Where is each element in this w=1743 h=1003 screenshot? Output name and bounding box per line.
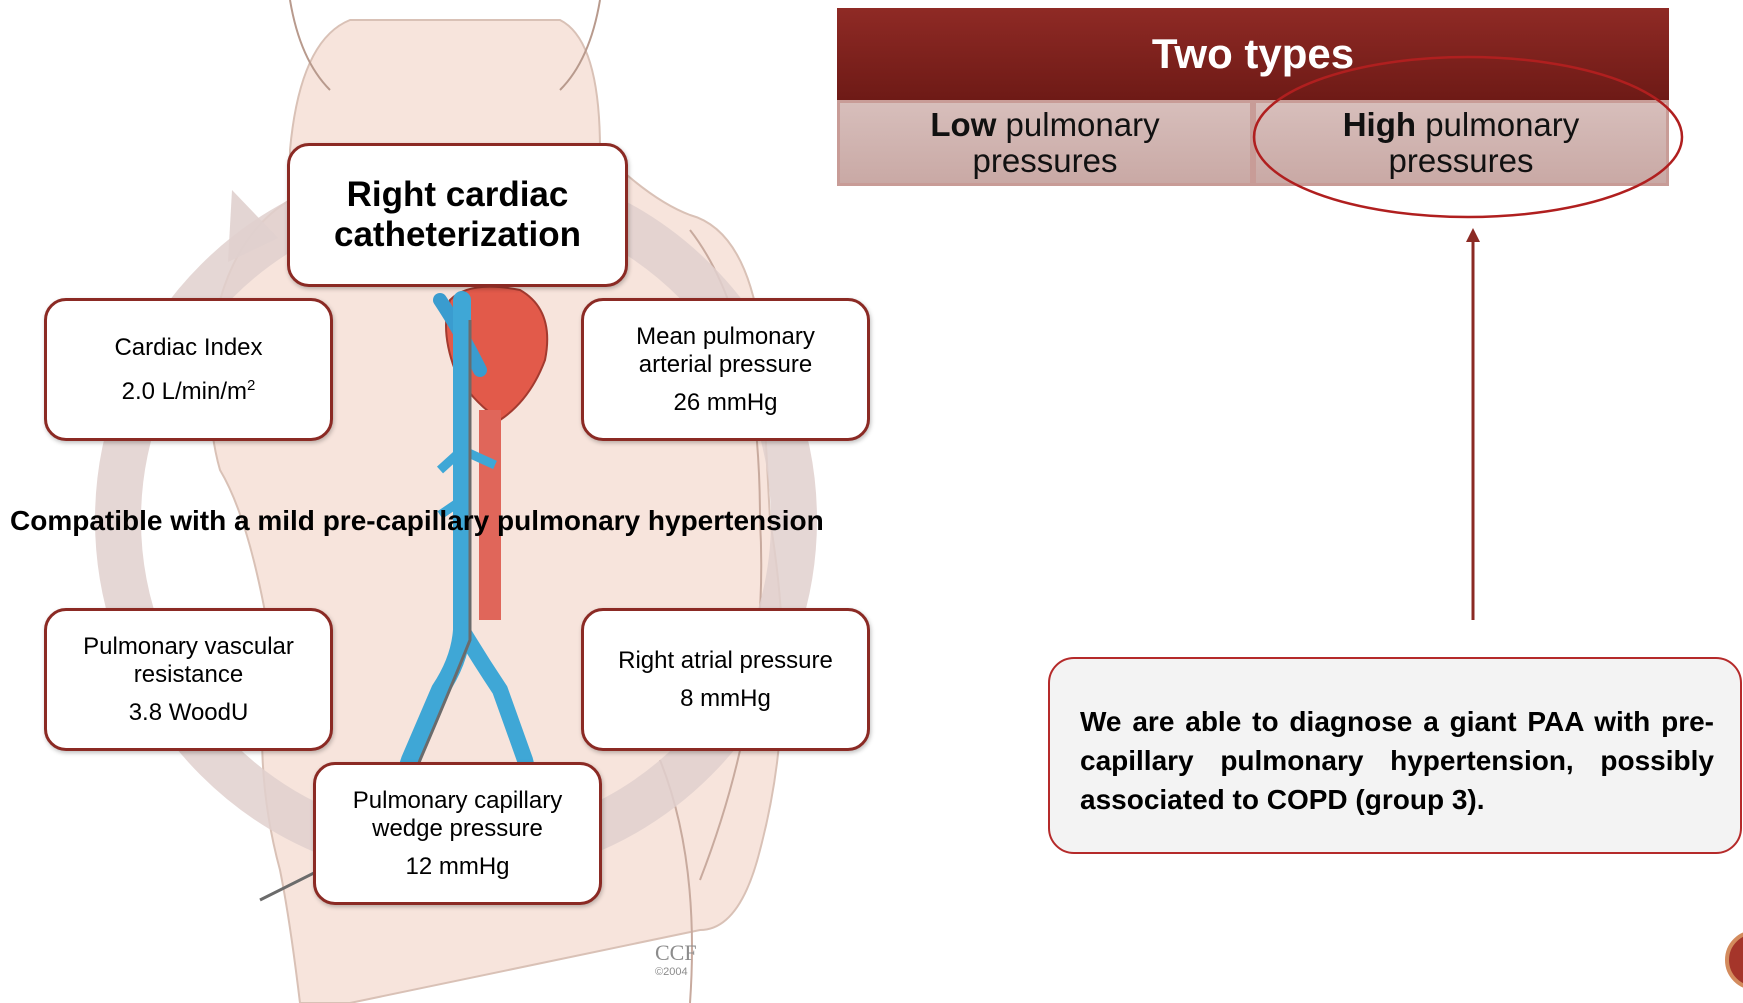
right-atrial-pressure-value: 8 mmHg [680,685,771,713]
wedge-pressure-value: 12 mmHg [405,853,509,881]
connector-arrowhead [1466,228,1480,242]
cardiac-index-label: Cardiac Index [114,334,262,362]
mean-pulmonary-pressure-label: Mean pulmonary arterial pressure [616,323,836,379]
mean-pulmonary-pressure-box: Mean pulmonary arterial pressure 26 mmHg [581,298,870,441]
vascular-resistance-box: Pulmonary vascular resistance 3.8 WoodU [44,608,333,751]
right-atrial-pressure-label: Right atrial pressure [618,647,833,675]
diagnosis-caption: Compatible with a mild pre-capillary pul… [10,505,940,537]
catheterization-title-box: Right cardiac catheterization [287,143,628,287]
low-pressure-cell: Low pulmonary pressures [837,100,1253,186]
vascular-resistance-value: 3.8 WoodU [129,699,249,727]
right-atrial-pressure-box: Right atrial pressure 8 mmHg [581,608,870,751]
illustration-credit: CCF [655,940,697,965]
cardiac-index-box: Cardiac Index 2.0 L/min/m2 [44,298,333,441]
conclusion-box: We are able to diagnose a giant PAA with… [1048,657,1742,854]
wedge-pressure-box: Pulmonary capillary wedge pressure 12 mm… [313,762,602,905]
catheterization-title: Right cardiac catheterization [318,175,598,255]
cardiac-index-value: 2.0 L/min/m2 [122,372,256,406]
vascular-resistance-label: Pulmonary vascular resistance [64,633,314,689]
highlight-ellipse [1248,52,1688,222]
illustration-year: ©2004 [655,966,688,978]
mean-pulmonary-pressure-value: 26 mmHg [673,389,777,417]
low-pressure-bold: Low [930,106,996,143]
wedge-pressure-label: Pulmonary capillary wedge pressure [338,787,578,843]
